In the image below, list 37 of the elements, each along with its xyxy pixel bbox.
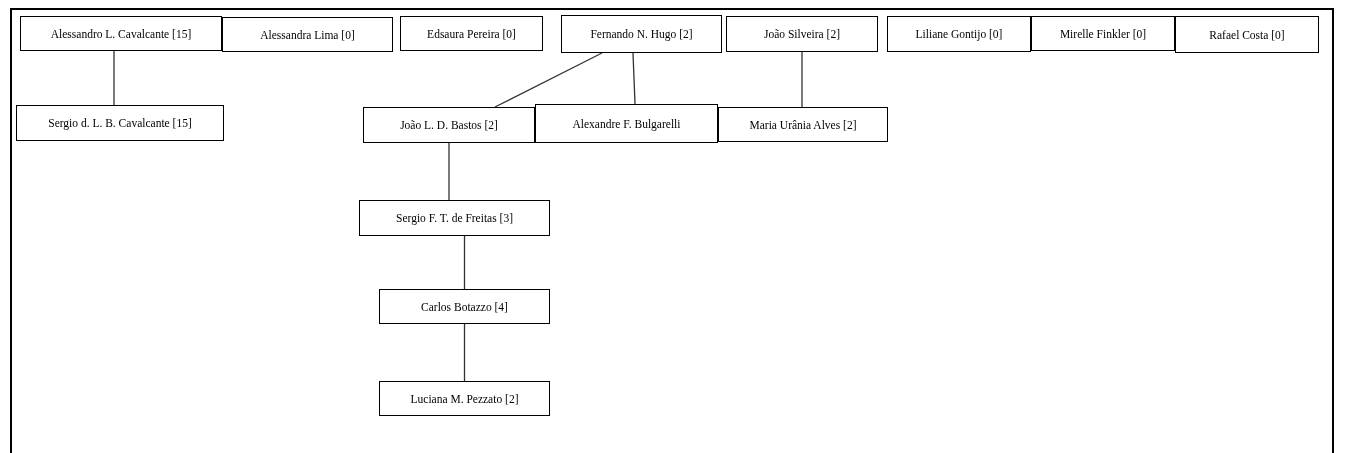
connector-line bbox=[494, 52, 603, 108]
person-box bbox=[561, 15, 722, 53]
connector-line bbox=[463, 323, 466, 382]
connector-line bbox=[463, 235, 466, 290]
person-box bbox=[379, 381, 550, 416]
person-box bbox=[1031, 16, 1175, 51]
person-box bbox=[400, 16, 543, 51]
person-box bbox=[222, 17, 393, 52]
person-box bbox=[379, 289, 550, 324]
person-name: Carlos Botazzo [4] bbox=[421, 300, 508, 313]
connector-line bbox=[801, 51, 803, 108]
person-name: Liliane Gontijo [0] bbox=[915, 28, 1003, 40]
person-box bbox=[20, 16, 222, 51]
connector-line bbox=[113, 50, 115, 106]
person-name: Edsaura Pereira [0] bbox=[427, 27, 516, 40]
connector-line bbox=[632, 52, 636, 105]
person-name: João Silveira [2] bbox=[764, 28, 840, 40]
person-name: Alexandre F. Bulgarelli bbox=[572, 117, 681, 130]
person-box bbox=[718, 107, 888, 142]
person-name: Rafael Costa [0] bbox=[1209, 28, 1285, 41]
person-name: Alessandro L. Cavalcante [15] bbox=[50, 27, 192, 40]
person-box bbox=[363, 107, 535, 143]
person-box bbox=[887, 16, 1031, 52]
person-box bbox=[1175, 16, 1319, 53]
person-name: Fernando N. Hugo [2] bbox=[590, 28, 693, 40]
person-box bbox=[359, 200, 550, 236]
person-box bbox=[535, 104, 718, 143]
person-name: Mirelle Finkler [0] bbox=[1059, 27, 1147, 40]
connector-line bbox=[448, 142, 450, 201]
person-name: João L. D. Bastos [2] bbox=[400, 119, 498, 131]
person-name: Luciana M. Pezzato [2] bbox=[410, 392, 519, 405]
person-name: Sergio F. T. de Freitas [3] bbox=[396, 212, 513, 224]
person-box bbox=[726, 16, 878, 52]
person-box bbox=[16, 105, 224, 141]
person-name: Sergio d. L. B. Cavalcante [15] bbox=[48, 117, 192, 129]
person-name: Maria Urânia Alves [2] bbox=[749, 118, 857, 131]
person-name: Alessandra Lima [0] bbox=[260, 28, 355, 41]
